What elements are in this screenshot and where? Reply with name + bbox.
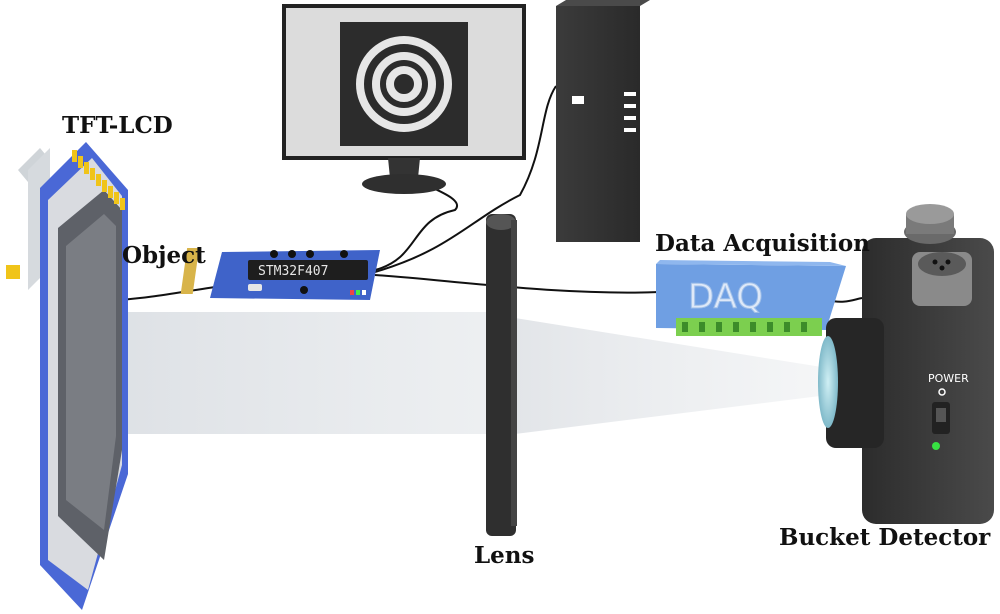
focusing-cone — [515, 318, 828, 434]
detector-window — [818, 336, 838, 428]
power-label: POWER — [928, 372, 969, 385]
cable-board-pc — [374, 85, 557, 273]
label-object: Object — [122, 242, 206, 269]
cable-lcd-board — [117, 285, 223, 301]
daq-box: DAQ — [656, 260, 846, 336]
tft-lcd-panel — [6, 142, 128, 610]
status-led — [932, 442, 940, 450]
monitor — [282, 4, 526, 194]
cable-board-daq — [374, 274, 661, 294]
concentric-rings-pattern — [356, 36, 452, 132]
label-tft-lcd: TFT-LCD — [62, 112, 173, 139]
chip-label: STM32F407 — [258, 264, 328, 279]
bucket-detector: POWER — [818, 204, 994, 524]
daq-text: DAQ — [688, 277, 763, 317]
lcd-connector-pins — [72, 150, 125, 210]
label-lens: Lens — [474, 542, 535, 569]
label-bucket-detector: Bucket Detector — [779, 524, 991, 551]
lens — [486, 214, 517, 536]
light-beam — [78, 312, 496, 434]
pc-tower — [556, 0, 650, 242]
microcontroller-board: STM32F407 — [180, 248, 380, 300]
label-data-acquisition: Data Acquisition — [655, 230, 870, 257]
